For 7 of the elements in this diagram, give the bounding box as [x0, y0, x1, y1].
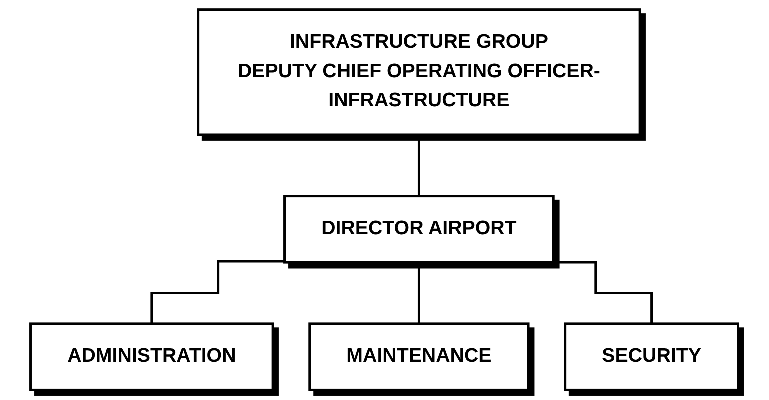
node-box: SECURITY [564, 322, 740, 392]
node-box: DIRECTOR AIRPORT [284, 195, 555, 264]
node-box: MAINTENANCE [308, 322, 530, 392]
connector [418, 261, 420, 326]
node-box: INFRASTRUCTURE GROUP DEPUTY CHIEF OPERATING OFFICER-INFRASTRUCTURE [197, 8, 642, 136]
connector [418, 134, 420, 198]
node-box: ADMINISTRATION [30, 322, 274, 392]
